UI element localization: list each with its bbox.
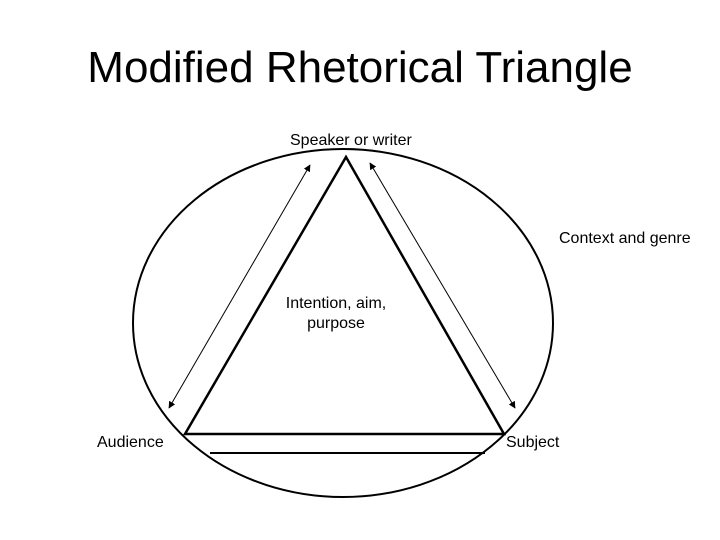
audience-label: Audience: [97, 434, 164, 451]
subject-label: Subject: [506, 434, 560, 451]
slide-title: Modified Rhetorical Triangle: [87, 43, 633, 92]
center-label-line2: purpose: [307, 315, 365, 332]
speaker-label: Speaker or writer: [290, 132, 412, 149]
center-label: Intention, aim, purpose: [266, 294, 406, 334]
speaker-subject-arrow: [369, 162, 516, 409]
center-label-line1: Intention, aim,: [285, 295, 387, 312]
context-ellipse: [132, 148, 554, 498]
speaker-audience-arrow: [168, 164, 311, 409]
context-label: Context and genre: [559, 230, 691, 247]
